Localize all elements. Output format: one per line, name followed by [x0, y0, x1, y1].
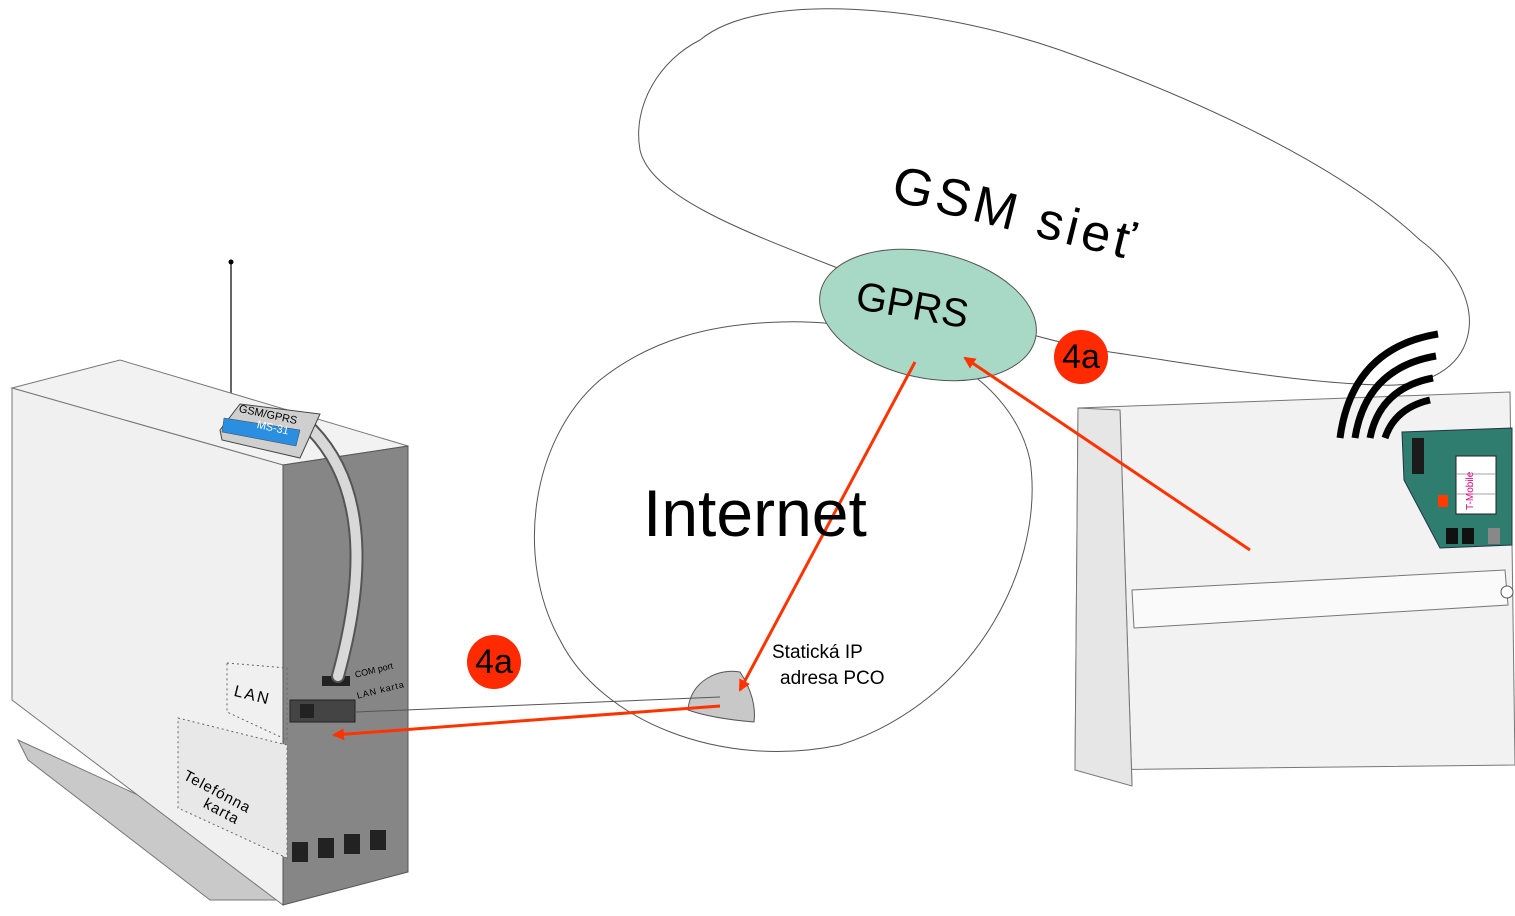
sim-card-label: T-Mobile	[1465, 471, 1476, 510]
step-badge-left: 4a	[467, 635, 521, 689]
arrow-panel-to-gprs	[963, 356, 1251, 552]
internet-label: Internet	[643, 476, 867, 550]
wireless-signal-icon	[1336, 330, 1439, 440]
internet-cloud	[533, 321, 1033, 752]
antenna-tip	[228, 259, 234, 265]
step-badge-right: 4a	[1054, 330, 1108, 384]
gprs-node	[819, 248, 1037, 382]
static-ip-label-line1: Statická IP	[772, 642, 863, 663]
pco-server	[10, 259, 409, 907]
static-ip-node	[687, 670, 755, 723]
lan-connection-line	[355, 696, 721, 713]
alarm-panel	[1074, 330, 1515, 787]
static-ip-label-line2: adresa PCO	[780, 668, 885, 689]
arrow-static-ip-to-lan	[332, 704, 721, 741]
gsm-network-cloud	[638, 8, 1470, 386]
arrow-gprs-to-static-ip	[738, 361, 917, 692]
sim-card	[1455, 455, 1497, 515]
